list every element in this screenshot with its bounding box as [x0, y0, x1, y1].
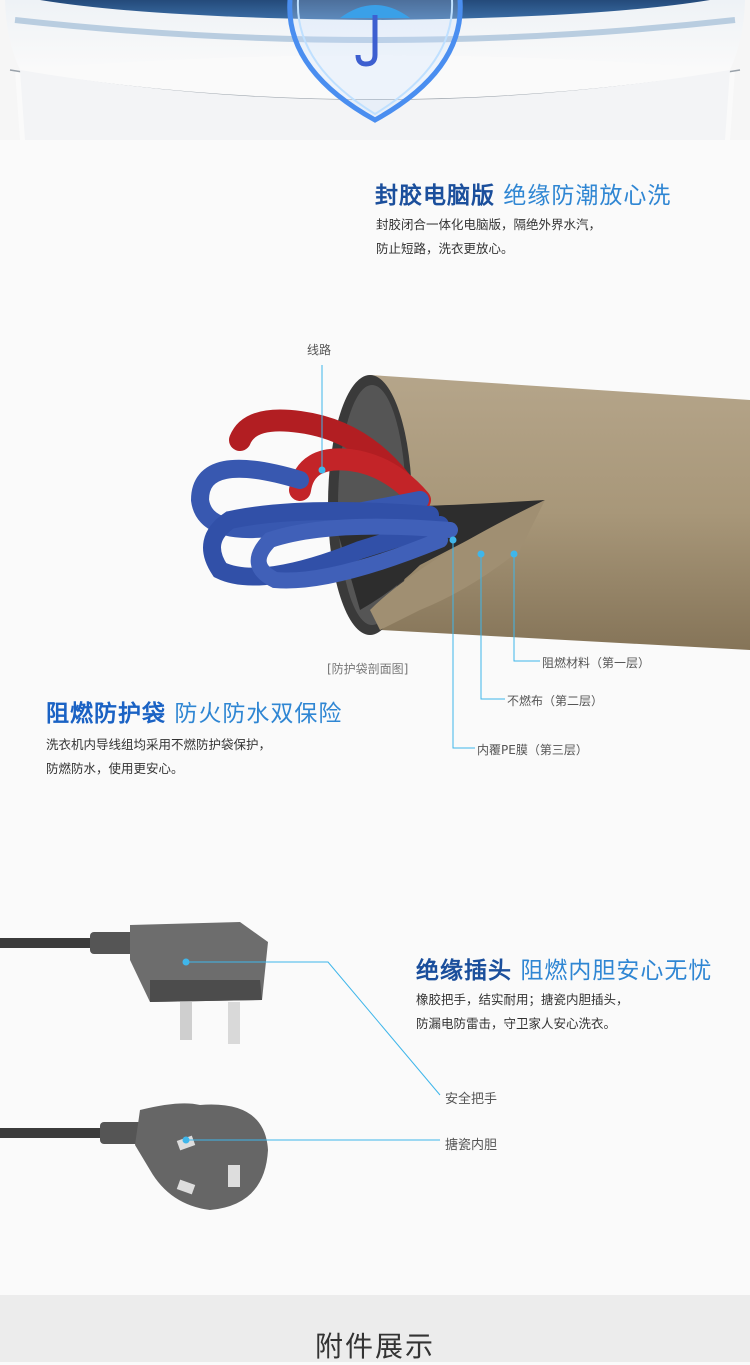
- shield-umbrella-icon: [287, 0, 463, 123]
- wire-label: 线路: [307, 343, 332, 357]
- angled-plug: [0, 1103, 268, 1210]
- section1-desc-2: 防止短路，洗衣更放心。: [376, 241, 514, 256]
- diagram-caption: [防护袋剖面图]: [327, 662, 409, 676]
- accessories-header: 附件展示: [0, 1295, 750, 1363]
- blue-wires: [190, 459, 458, 589]
- section3-desc-1: 橡胶把手，结实耐用；搪瓷内胆插头，: [416, 992, 629, 1007]
- callout-safety-handle: 安全把手: [445, 1092, 498, 1107]
- accessories-title: 附件展示: [314, 1330, 435, 1363]
- section1-desc-1: 封胶闭合一体化电脑版，隔绝外界水汽，: [376, 217, 602, 232]
- callout-enamel-core: 搪瓷内胆: [445, 1138, 498, 1153]
- protective-sleeve-diagram: [190, 365, 750, 749]
- layer-1-label: 阻燃材料（第一层）: [542, 656, 651, 670]
- section2-title: 阻燃防护袋 防火防水双保险: [46, 701, 343, 727]
- washing-machine-illustration: [0, 0, 750, 140]
- section3-desc-2: 防漏电防雷击，守卫家人安心洗衣。: [416, 1016, 617, 1031]
- section2-desc-1: 洗衣机内导线组均采用不燃防护袋保护，: [46, 737, 272, 752]
- red-wires: [229, 409, 431, 511]
- layer-3-label: 内覆PE膜（第三层）: [477, 743, 588, 757]
- section1-title: 封胶电脑版 绝缘防潮放心洗: [375, 183, 672, 209]
- layer-2-label: 不燃布（第二层）: [507, 694, 604, 708]
- section2-desc-2: 防燃防水，使用更安心。: [46, 761, 184, 776]
- plugs-illustration: [0, 922, 441, 1210]
- flat-plug: [0, 922, 268, 1044]
- section3-title: 绝缘插头 阻燃内胆安心无忧: [416, 958, 713, 984]
